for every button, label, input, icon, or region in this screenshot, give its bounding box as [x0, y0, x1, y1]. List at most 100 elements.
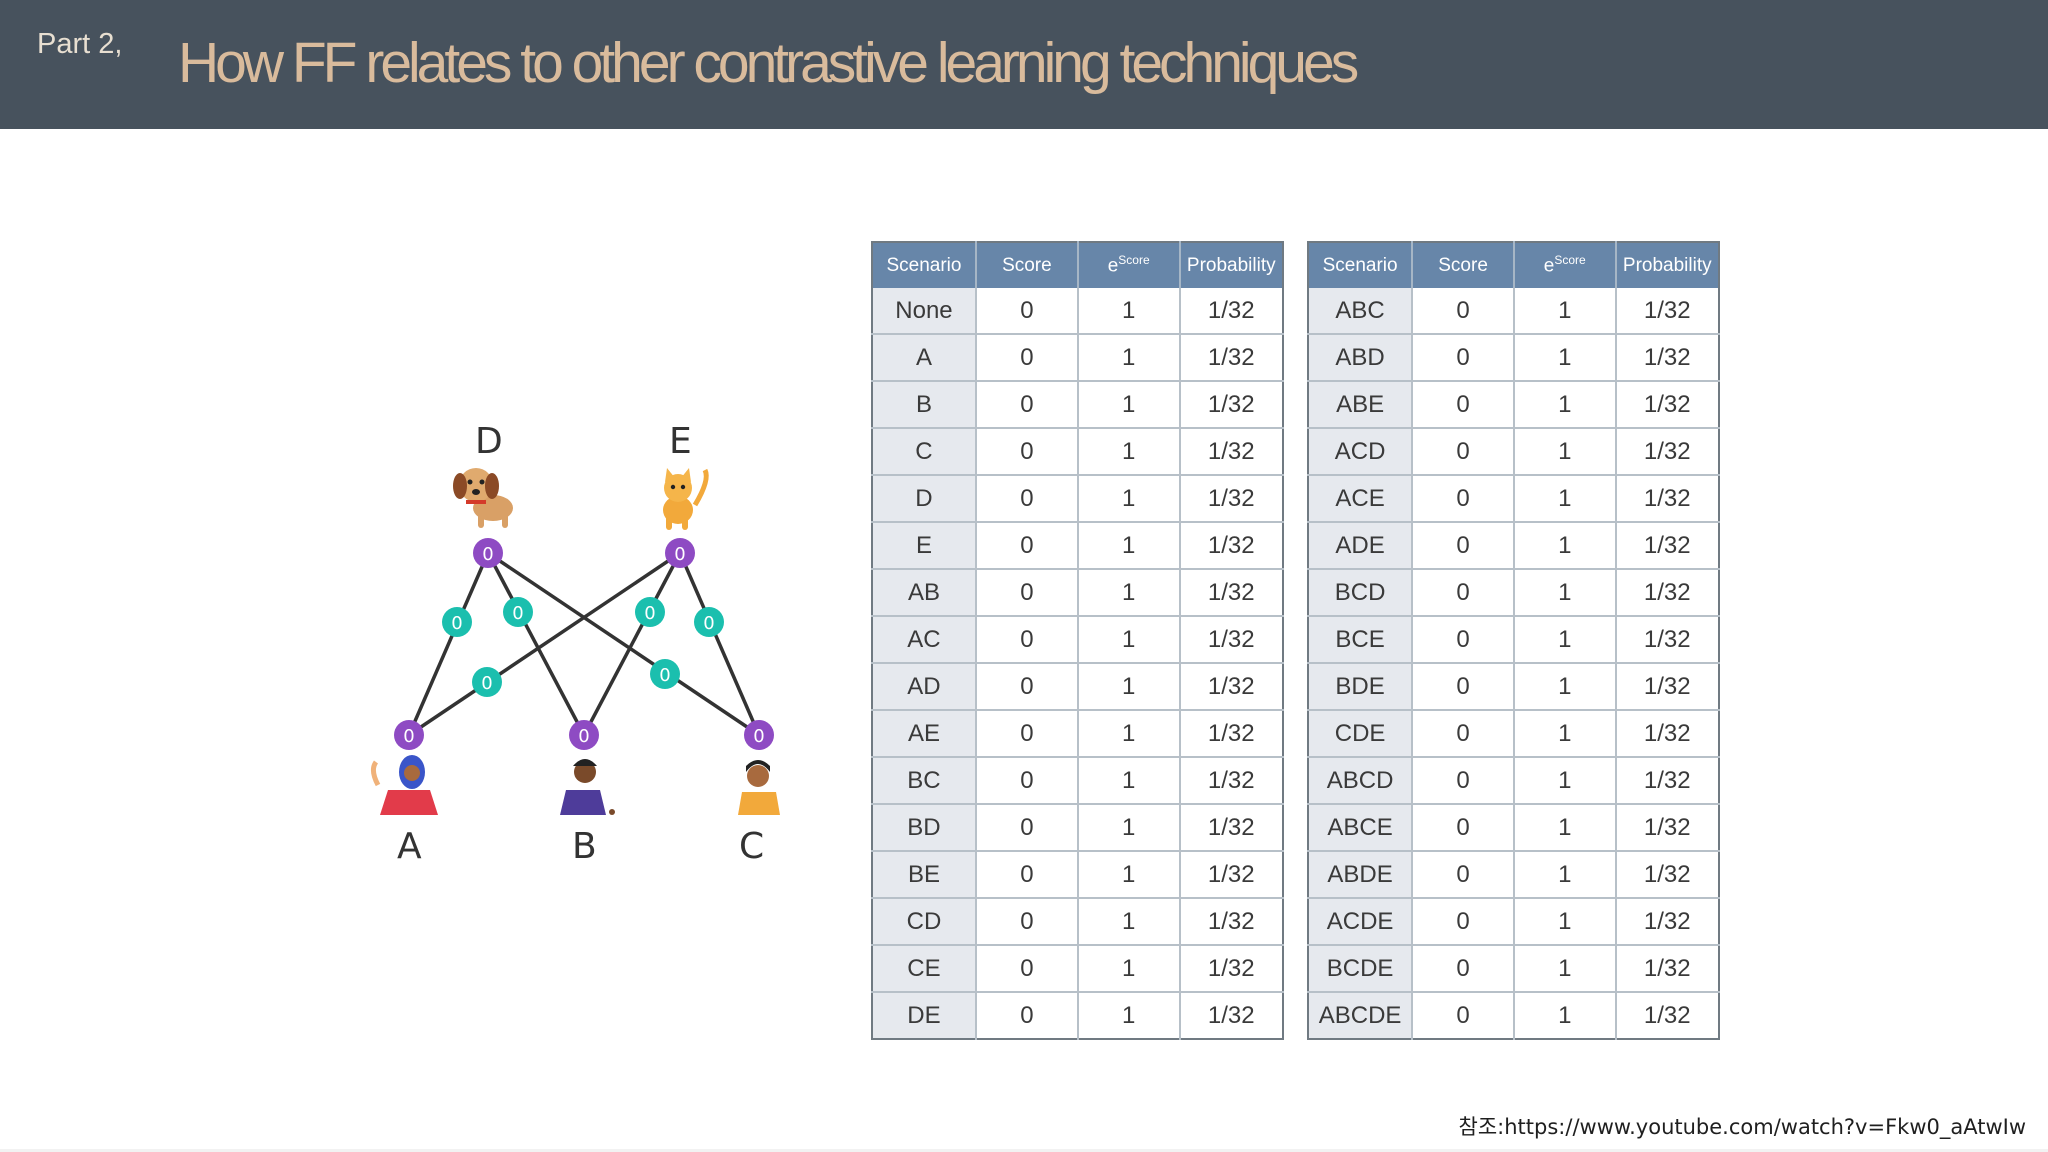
cell-scenario: D — [872, 474, 977, 522]
node-value: 0 — [753, 726, 764, 747]
cell-score: 0 — [1412, 756, 1515, 804]
cell-probability: 1/32 — [1615, 897, 1719, 945]
cell-escore: 1 — [1077, 568, 1181, 616]
edge-d-b — [486, 552, 586, 736]
cell-scenario: AB — [872, 568, 977, 616]
cell-scenario: ACD — [1308, 427, 1414, 475]
cell-scenario: A — [872, 333, 977, 381]
cell-scenario: CD — [872, 897, 977, 945]
cell-probability: 1/32 — [1179, 756, 1283, 804]
cell-scenario: CDE — [1308, 709, 1414, 757]
table-header-row: Scenario Score eScore Probability — [872, 242, 1283, 288]
cell-score: 0 — [975, 709, 1079, 757]
edge-d-a — [407, 552, 490, 736]
cell-escore: 1 — [1514, 474, 1617, 522]
cell-probability: 1/32 — [1615, 850, 1719, 898]
cell-escore: 1 — [1514, 615, 1617, 663]
cell-probability: 1/32 — [1615, 333, 1719, 381]
source-reference: 참조:https://www.youtube.com/watch?v=Fkw0_… — [1458, 1115, 2026, 1139]
label-e: E — [669, 421, 692, 462]
cell-score: 0 — [975, 333, 1079, 381]
bottom-node-b: 0 — [569, 720, 599, 750]
edge-e-a — [408, 551, 681, 737]
dog-icon — [453, 468, 513, 528]
cell-score: 0 — [1412, 568, 1515, 616]
cell-score: 0 — [1412, 850, 1515, 898]
cell-scenario: BC — [872, 756, 977, 804]
cell-score: 0 — [1412, 897, 1515, 945]
cell-probability: 1/32 — [1615, 662, 1719, 710]
cell-scenario: ADE — [1308, 521, 1414, 569]
cell-escore: 1 — [1514, 333, 1617, 381]
edge-node-e-b: 0 — [635, 597, 665, 627]
cell-probability: 1/32 — [1179, 521, 1283, 569]
cell-escore: 1 — [1077, 897, 1181, 945]
cell-escore: 1 — [1077, 380, 1181, 428]
cell-probability: 1/32 — [1179, 568, 1283, 616]
cell-scenario: BCE — [1308, 615, 1414, 663]
label-d: D — [475, 421, 503, 462]
cell-score: 0 — [975, 991, 1079, 1039]
cell-score: 0 — [975, 474, 1079, 522]
cell-score: 0 — [975, 662, 1079, 710]
node-value: 0 — [674, 544, 685, 565]
person-b-icon — [560, 759, 615, 815]
cell-probability: 1/32 — [1179, 333, 1283, 381]
cell-scenario: ABE — [1308, 380, 1414, 428]
cell-escore: 1 — [1514, 850, 1617, 898]
node-value: 0 — [512, 603, 523, 624]
graph-edges — [407, 551, 761, 737]
part-label: Part 2, — [37, 28, 123, 60]
node-value: 0 — [659, 665, 670, 686]
cell-escore: 1 — [1077, 756, 1181, 804]
cell-probability: 1/32 — [1179, 474, 1283, 522]
cell-scenario: ACE — [1308, 474, 1414, 522]
cell-scenario: ABCE — [1308, 803, 1414, 851]
node-value: 0 — [703, 613, 714, 634]
cell-scenario: AC — [872, 615, 977, 663]
edge-e-b — [582, 552, 682, 736]
cell-score: 0 — [975, 803, 1079, 851]
cell-probability: 1/32 — [1643, 296, 1691, 324]
cell-escore: 1 — [1514, 709, 1617, 757]
cell-probability: 1/32 — [1615, 474, 1719, 522]
footer-divider — [0, 1149, 2048, 1152]
column-header-score: Score — [1412, 242, 1515, 288]
cell-scenario: C — [872, 427, 977, 475]
node-value: 0 — [578, 726, 589, 747]
cell-score: 0 — [975, 756, 1079, 804]
cell-scenario: BD — [872, 803, 977, 851]
cell-escore: 1 — [1514, 803, 1617, 851]
cell-probability: 1/32 — [1179, 662, 1283, 710]
edge-node-e-a: 0 — [472, 667, 502, 697]
label-a: A — [397, 826, 422, 867]
cell-scenario: B — [872, 380, 977, 428]
cell-score: 0 — [975, 288, 1079, 334]
node-value: 0 — [482, 544, 493, 565]
edge-node-d-a: 0 — [442, 607, 472, 637]
cell-probability: 1/32 — [1179, 709, 1283, 757]
cell-escore: 1 — [1077, 427, 1181, 475]
node-value: 0 — [644, 603, 655, 624]
cell-scenario: AE — [872, 709, 977, 757]
cell-score: 0 — [1412, 288, 1515, 334]
cell-probability: 1/32 — [1179, 944, 1283, 992]
cat-icon — [663, 468, 709, 530]
